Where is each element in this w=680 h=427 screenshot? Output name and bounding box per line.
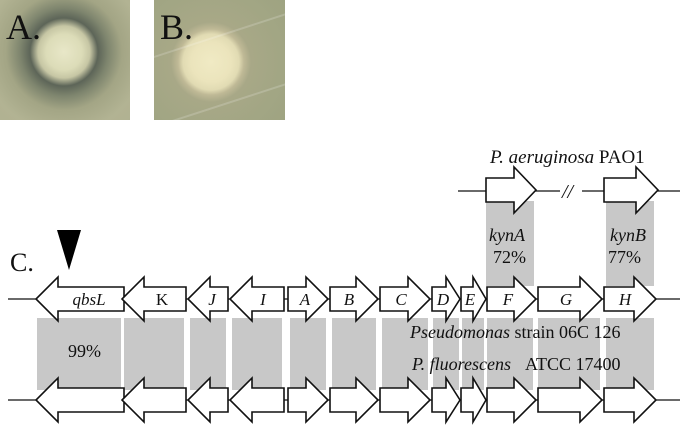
break-mark: // bbox=[561, 181, 576, 203]
qbsL-identity: 99% bbox=[68, 341, 101, 361]
panel-a-label: A. bbox=[6, 7, 41, 47]
gene-arrow-D bbox=[431, 274, 461, 324]
panel-b-label: B. bbox=[160, 7, 194, 47]
bottom-arrow-K bbox=[120, 376, 187, 424]
kynB-arrow bbox=[603, 165, 660, 215]
gene-arrow-G bbox=[537, 275, 604, 323]
shade-B bbox=[332, 318, 376, 390]
gene-arrow-E bbox=[460, 274, 487, 324]
mid-strain-label: Pseudomonas strain 06C 126 bbox=[409, 322, 621, 342]
bottom-arrow-F bbox=[486, 376, 538, 424]
panel-c-label: C. bbox=[10, 248, 34, 277]
gene-label-qbsL: qbsL bbox=[72, 290, 105, 309]
gene-arrow-F bbox=[486, 275, 538, 323]
kynA-identity: 72% bbox=[493, 247, 526, 267]
shade-F bbox=[487, 318, 533, 390]
shade-J bbox=[190, 318, 226, 390]
bottom-strain-genus: P. fluorescens bbox=[411, 354, 511, 374]
top-strain-label: P. aeruginosa PAO1 bbox=[489, 147, 645, 168]
shade-G bbox=[538, 318, 600, 390]
middle-gene-labels: qbsL K J I A B C D E F G H bbox=[72, 290, 632, 309]
mid-strain-id: strain 06C 126 bbox=[515, 322, 621, 342]
panel-b-photo: B. bbox=[154, 0, 285, 120]
gene-arrow-J bbox=[186, 275, 229, 323]
gene-label-J: J bbox=[208, 290, 217, 309]
shade-C bbox=[382, 318, 428, 390]
gene-arrow-A bbox=[287, 275, 330, 323]
bottom-row-arrows bbox=[34, 375, 658, 425]
bottom-arrow-A bbox=[287, 376, 330, 424]
shade-A bbox=[290, 318, 326, 390]
insertion-marker bbox=[57, 230, 81, 270]
kynA-homology-shade bbox=[486, 201, 534, 286]
middle-row-arrows bbox=[34, 274, 658, 324]
kynA-arrow bbox=[485, 165, 538, 215]
bottom-arrow-I bbox=[228, 376, 285, 424]
bottom-arrow-qbsL bbox=[34, 376, 125, 424]
gene-arrow-K bbox=[120, 275, 187, 323]
bottom-arrow-C bbox=[379, 376, 432, 424]
top-strain-id: PAO1 bbox=[599, 147, 645, 168]
top-row-arrows bbox=[485, 165, 660, 215]
shade-I bbox=[232, 318, 282, 390]
bottom-strain-label: P. fluorescens ATCC 17400 bbox=[411, 354, 621, 374]
kynB-homology-shade bbox=[606, 201, 654, 286]
bottom-strain-id: ATCC 17400 bbox=[525, 354, 621, 374]
mid-strain-genus: Pseudomonas bbox=[409, 322, 510, 342]
bottom-arrow-B bbox=[329, 376, 380, 424]
gene-label-I: I bbox=[259, 290, 267, 309]
kynB-identity: 77% bbox=[608, 247, 641, 267]
shade-E bbox=[462, 318, 484, 390]
gene-label-K: K bbox=[156, 290, 169, 309]
homology-shading bbox=[37, 201, 654, 390]
shade-H bbox=[606, 318, 654, 390]
gene-label-D: D bbox=[436, 290, 450, 309]
bottom-arrow-D bbox=[431, 375, 461, 425]
bottom-arrow-G bbox=[537, 376, 604, 424]
panel-a-photo: A. bbox=[0, 0, 130, 120]
gene-arrow-C bbox=[379, 275, 432, 323]
gene-label-E: E bbox=[464, 290, 476, 309]
gene-label-H: H bbox=[618, 290, 633, 309]
top-strain-genus: P. aeruginosa bbox=[489, 147, 594, 168]
bottom-arrow-J bbox=[186, 376, 229, 424]
kynB-label: kynB bbox=[610, 225, 646, 245]
bottom-arrow-E bbox=[460, 375, 487, 425]
gene-arrow-qbsL bbox=[34, 275, 125, 323]
gene-label-C: C bbox=[395, 290, 407, 309]
gene-label-B: B bbox=[344, 290, 355, 309]
gene-label-A: A bbox=[299, 290, 311, 309]
gene-arrow-H bbox=[603, 275, 658, 323]
shade-qbsL bbox=[37, 318, 121, 390]
gene-label-F: F bbox=[502, 290, 514, 309]
gene-label-G: G bbox=[560, 290, 572, 309]
bottom-arrow-H bbox=[603, 376, 658, 424]
kynA-label: kynA bbox=[489, 225, 526, 245]
gene-arrow-B bbox=[329, 275, 380, 323]
shade-K bbox=[124, 318, 184, 390]
gene-arrow-I bbox=[228, 275, 285, 323]
